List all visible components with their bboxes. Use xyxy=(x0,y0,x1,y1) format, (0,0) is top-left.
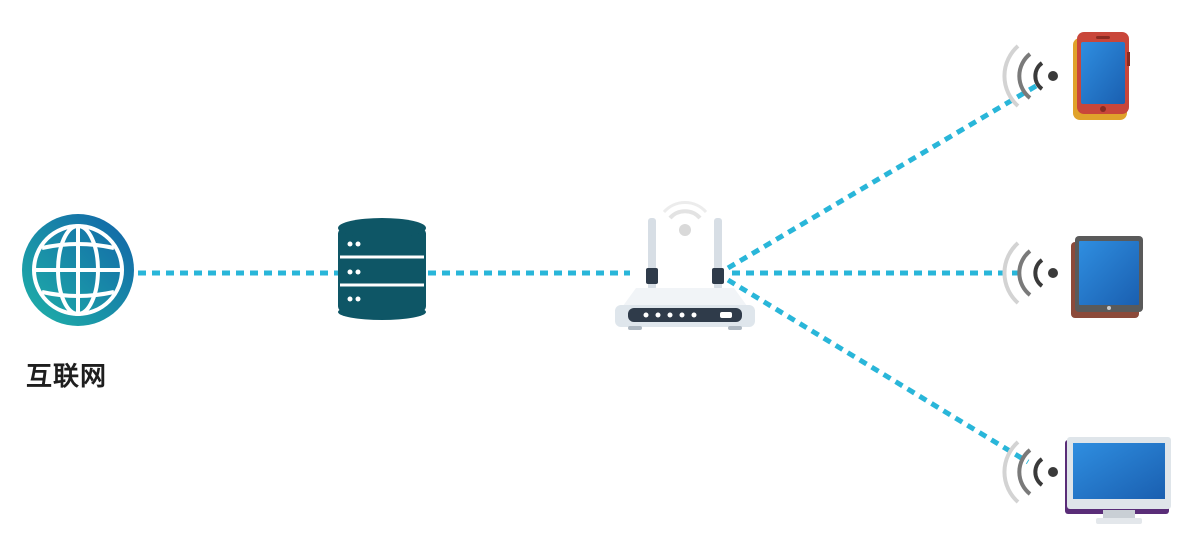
server-database-icon xyxy=(338,218,426,320)
wifi-signal-icon xyxy=(1002,241,1058,305)
tablet-icon xyxy=(1071,236,1143,318)
link-router-phone xyxy=(726,83,1038,271)
desktop-monitor-icon xyxy=(1065,437,1171,524)
wifi-signal-icon xyxy=(1002,44,1058,108)
wifi-router-icon xyxy=(615,201,755,330)
wifi-signal-icon xyxy=(1002,440,1058,504)
link-router-monitor xyxy=(726,277,1030,465)
globe-icon xyxy=(22,214,134,326)
internet-label: 互联网 xyxy=(26,362,108,392)
smartphone-icon xyxy=(1073,32,1130,120)
